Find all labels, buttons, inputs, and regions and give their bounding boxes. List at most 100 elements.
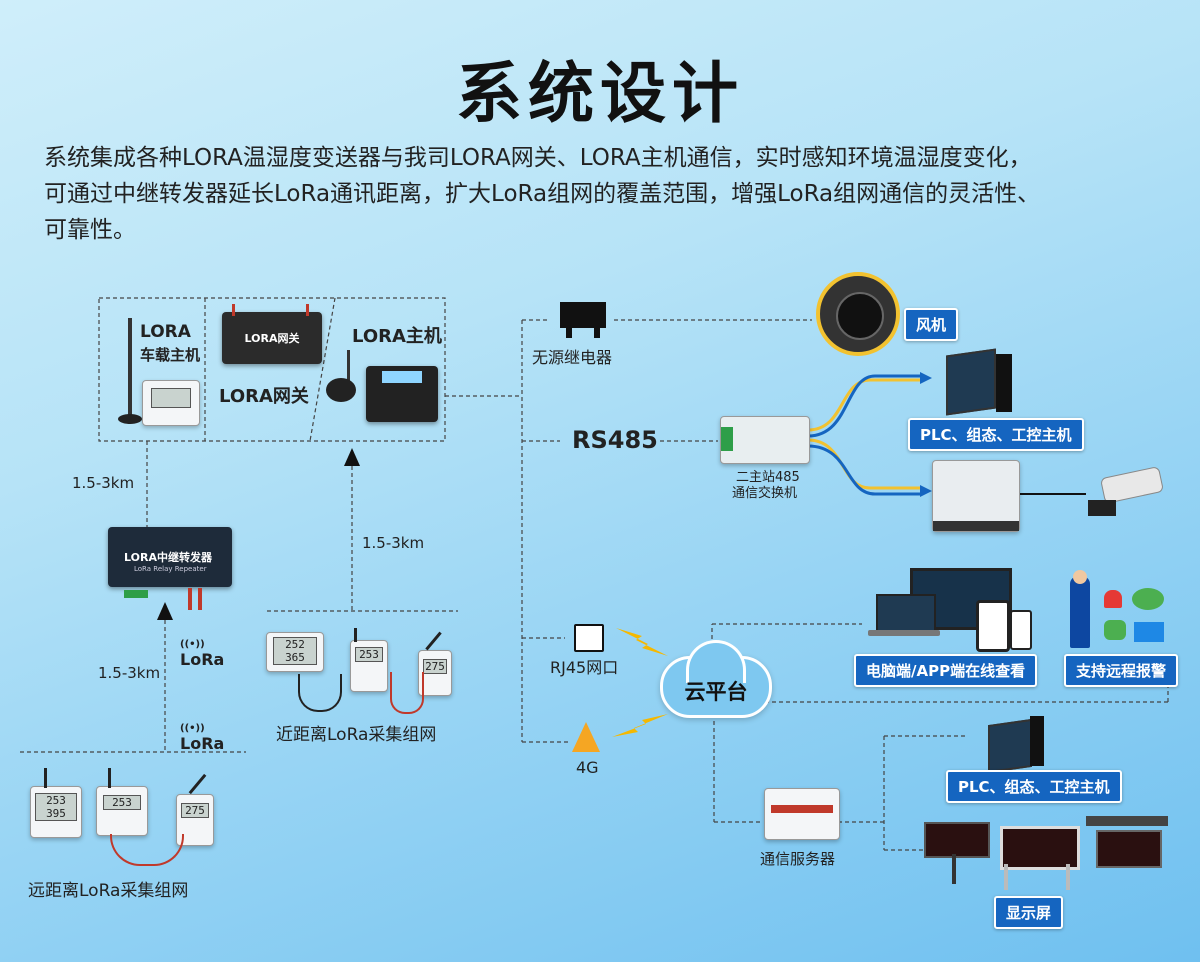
repeater-antenna bbox=[198, 588, 202, 610]
pc-app-tag: 电脑端/APP端在线查看 bbox=[854, 654, 1038, 687]
io-module-device bbox=[932, 460, 1020, 532]
led-display-icon bbox=[1096, 830, 1162, 868]
lora-host-label: LORA主机 bbox=[352, 326, 442, 347]
relay-icon bbox=[560, 302, 606, 328]
page-title: 系统设计 bbox=[456, 55, 744, 132]
person-icon bbox=[1070, 576, 1090, 648]
readout: 253 bbox=[46, 794, 66, 807]
gateway-antenna bbox=[232, 304, 235, 316]
cloud-label: 云平台 bbox=[684, 680, 748, 704]
alarm-tag: 支持远程报警 bbox=[1064, 654, 1179, 687]
intro-line-1: 系统集成各种LORA温湿度变送器与我司LORA网关、LORA主机通信，实时感知环… bbox=[44, 145, 1032, 171]
tablet-icon bbox=[976, 600, 1010, 652]
host-antenna bbox=[347, 350, 350, 390]
rs485-label: RS485 bbox=[572, 426, 658, 454]
sensor-device: 253 bbox=[96, 786, 148, 836]
sensor-antenna bbox=[108, 768, 111, 788]
probe-cable bbox=[390, 672, 424, 714]
monitor-icon bbox=[988, 718, 1032, 774]
relay-pin bbox=[566, 328, 572, 338]
led-display-icon bbox=[924, 822, 990, 858]
display-stand bbox=[1004, 864, 1008, 890]
display-stand bbox=[952, 854, 956, 884]
vehicle-host-label-2: 车载主机 bbox=[140, 346, 201, 364]
switch-label-1: 二主站485 bbox=[736, 470, 800, 485]
lora-host-device bbox=[366, 366, 438, 422]
distance-label: 1.5-3km bbox=[72, 474, 135, 492]
readout: 365 bbox=[285, 651, 305, 664]
readout: 253 bbox=[355, 647, 383, 662]
monitor-icon bbox=[946, 348, 996, 416]
wireless-icon: ((•)) bbox=[180, 639, 205, 650]
monitor-side bbox=[1030, 716, 1044, 766]
repeater-device-sub: LoRa Relay Repeater bbox=[134, 565, 207, 573]
repeater-device: LORA中继转发器 LoRa Relay Repeater bbox=[108, 527, 232, 587]
sensor-device: 253 bbox=[350, 640, 388, 692]
vehicle-host-label-1: LORA bbox=[140, 322, 191, 342]
gateway-antenna bbox=[306, 304, 309, 316]
camera-mount bbox=[1088, 500, 1116, 516]
repeater-device-text: LORA中继转发器 bbox=[124, 551, 212, 564]
probe-cable bbox=[298, 674, 342, 712]
distance-label: 1.5-3km bbox=[362, 534, 425, 552]
readout: 253 bbox=[103, 795, 141, 810]
rj45-icon bbox=[574, 624, 604, 652]
wechat-icon bbox=[1132, 588, 1164, 610]
person-head bbox=[1073, 570, 1087, 584]
switch-label-2: 通信交换机 bbox=[732, 486, 798, 501]
cloud-top bbox=[686, 640, 746, 683]
rj45-label: RJ45网口 bbox=[550, 658, 619, 677]
sensor-antenna bbox=[44, 768, 47, 788]
sms-icon bbox=[1104, 620, 1126, 640]
vehicle-host-device bbox=[142, 380, 200, 426]
rs485-switch-device bbox=[720, 416, 810, 464]
fan-tag: 风机 bbox=[904, 308, 959, 341]
sensor-device: 252 365 bbox=[266, 632, 324, 672]
readout: 275 bbox=[423, 659, 447, 674]
near-network-label: 近距离LoRa采集组网 bbox=[276, 725, 437, 745]
lora-logo: ((•)) LoRa bbox=[180, 723, 225, 754]
comm-server-device bbox=[764, 788, 840, 840]
far-network-label: 远距离LoRa采集组网 bbox=[28, 881, 189, 901]
intro-text: 系统集成各种LORA温湿度变送器与我司LORA网关、LORA主机通信，实时感知环… bbox=[44, 140, 1164, 248]
laptop-icon bbox=[876, 594, 936, 634]
4g-label: 4G bbox=[576, 758, 599, 777]
passive-relay-label: 无源继电器 bbox=[532, 348, 613, 367]
terminal-block bbox=[124, 590, 148, 598]
plc-bottom-tag: PLC、组态、工控主机 bbox=[946, 770, 1122, 803]
pavilion-roof bbox=[1086, 816, 1168, 826]
siren-icon bbox=[1104, 590, 1122, 608]
readout: 395 bbox=[46, 807, 66, 820]
lora-logo-text: LoRa bbox=[180, 650, 225, 669]
vehicle-antenna bbox=[128, 318, 132, 418]
readout: 252 bbox=[285, 638, 305, 651]
plc-top-tag: PLC、组态、工控主机 bbox=[908, 418, 1084, 451]
display-tag: 显示屏 bbox=[994, 896, 1064, 929]
sensor-antenna bbox=[354, 628, 357, 642]
monitor-side bbox=[996, 354, 1012, 412]
lora-logo: ((•)) LoRa bbox=[180, 639, 225, 670]
intro-line-3: 可靠性。 bbox=[44, 217, 136, 243]
antenna-coil bbox=[326, 378, 356, 402]
readout: 275 bbox=[181, 803, 209, 818]
distance-label: 1.5-3km bbox=[98, 664, 161, 682]
lora-gateway-device: LORA网关 bbox=[222, 312, 322, 364]
tower-4g-icon bbox=[572, 722, 600, 752]
led-display-icon bbox=[1000, 826, 1080, 870]
phone-icon bbox=[1010, 610, 1032, 650]
relay-pin bbox=[594, 328, 600, 338]
lora-logo-text: LoRa bbox=[180, 734, 225, 753]
laptop-base bbox=[868, 630, 940, 636]
sensor-device: 253 395 bbox=[30, 786, 82, 838]
wireless-icon: ((•)) bbox=[180, 723, 205, 734]
lora-gateway-label: LORA网关 bbox=[219, 386, 309, 407]
intro-line-2: 可通过中继转发器延长LoRa通讯距离，扩大LoRa组网的覆盖范围，增强LoRa组… bbox=[44, 181, 1041, 207]
fan-icon bbox=[816, 272, 900, 356]
gateway-device-text: LORA网关 bbox=[244, 332, 300, 345]
display-stand bbox=[1066, 864, 1070, 890]
email-icon bbox=[1134, 622, 1164, 642]
comm-server-label: 通信服务器 bbox=[760, 850, 836, 868]
antenna-base bbox=[118, 414, 142, 424]
repeater-antenna bbox=[188, 588, 192, 610]
